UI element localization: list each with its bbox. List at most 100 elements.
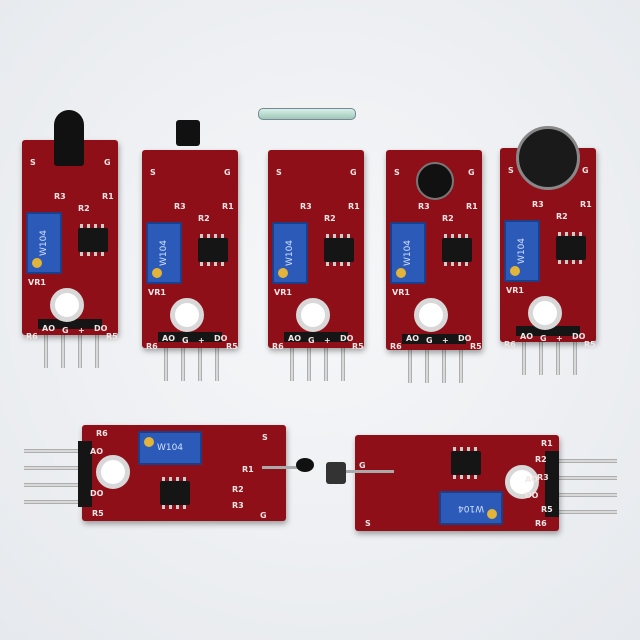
mounting-hole xyxy=(96,455,130,489)
hall-transistor xyxy=(176,120,200,146)
silkscreen-label: S xyxy=(150,168,156,177)
comparator-chip xyxy=(442,234,472,266)
adjust-screw xyxy=(510,266,520,276)
silkscreen-label: G xyxy=(62,326,69,335)
silkscreen-label: R3 xyxy=(532,200,544,209)
silkscreen-label: S xyxy=(394,168,400,177)
potentiometer: W104 xyxy=(439,491,503,525)
comparator-chip xyxy=(160,477,190,509)
silkscreen-label: G xyxy=(359,461,366,470)
silkscreen-label: R5 xyxy=(470,342,482,351)
header-pin xyxy=(24,500,86,504)
silkscreen-label: R1 xyxy=(348,202,360,211)
silkscreen-label: R5 xyxy=(584,340,596,349)
silkscreen-label: S xyxy=(276,168,282,177)
comparator-chip xyxy=(324,234,354,266)
silkscreen-label: S xyxy=(30,158,36,167)
comparator-chip xyxy=(78,224,108,256)
header-pin xyxy=(539,327,543,375)
mounting-hole xyxy=(296,298,330,332)
silkscreen-label: G xyxy=(468,168,475,177)
header-pin xyxy=(555,459,617,463)
silkscreen-label: R3 xyxy=(174,202,186,211)
silkscreen-label: DO xyxy=(94,324,108,333)
silkscreen-label: G xyxy=(104,158,111,167)
silkscreen-label: R6 xyxy=(272,342,284,351)
silkscreen-label: R6 xyxy=(96,429,108,438)
silkscreen-label: VR1 xyxy=(274,288,292,297)
header-pin xyxy=(290,333,294,381)
silkscreen-label: R1 xyxy=(102,192,114,201)
silkscreen-label: + xyxy=(78,326,85,335)
silkscreen-label: R5 xyxy=(541,505,553,514)
potentiometer: W104 xyxy=(504,220,540,282)
header-pin xyxy=(556,327,560,375)
pin-header xyxy=(516,326,580,336)
silkscreen-label: DO xyxy=(90,489,104,498)
silkscreen-label: R6 xyxy=(390,342,402,351)
hall-ic-leads xyxy=(342,470,394,473)
adjust-screw xyxy=(396,268,406,278)
silkscreen-label: G xyxy=(260,511,267,520)
silkscreen-label: G xyxy=(224,168,231,177)
microphone xyxy=(416,162,454,200)
header-pin xyxy=(44,320,48,368)
mounting-hole xyxy=(50,288,84,322)
silkscreen-label: DO xyxy=(525,491,539,500)
silkscreen-label: AO xyxy=(162,334,175,343)
header-pin xyxy=(522,327,526,375)
pin-header xyxy=(158,332,222,342)
adjust-screw xyxy=(32,258,42,268)
comparator-chip xyxy=(451,447,481,479)
header-pin xyxy=(555,493,617,497)
silkscreen-label: + xyxy=(442,336,449,345)
header-pin xyxy=(95,320,99,368)
mounting-hole xyxy=(414,298,448,332)
header-pin xyxy=(324,333,328,381)
mounting-hole xyxy=(528,296,562,330)
potentiometer: W104 xyxy=(138,431,202,465)
silkscreen-label: R5 xyxy=(106,332,118,341)
silkscreen-label: S xyxy=(508,166,514,175)
silkscreen-label: R1 xyxy=(466,202,478,211)
silkscreen-label: R2 xyxy=(198,214,210,223)
header-pin xyxy=(555,510,617,514)
potentiometer: W104 xyxy=(26,212,62,274)
pin-header xyxy=(284,332,348,342)
ir-led xyxy=(54,110,84,166)
silkscreen-label: VR1 xyxy=(148,288,166,297)
mounting-hole xyxy=(170,298,204,332)
silkscreen-label: + xyxy=(556,334,563,343)
silkscreen-label: R3 xyxy=(537,473,549,482)
header-pin xyxy=(442,335,446,383)
pin-header xyxy=(402,334,466,344)
silkscreen-label: + xyxy=(324,336,331,345)
pot-label: W104 xyxy=(156,443,184,453)
thermistor-leads xyxy=(262,466,302,469)
silkscreen-label: AO xyxy=(406,334,419,343)
silkscreen-label: R6 xyxy=(535,519,547,528)
header-pin xyxy=(78,320,82,368)
header-pin xyxy=(555,476,617,480)
header-pin xyxy=(164,333,168,381)
silkscreen-label: VR1 xyxy=(506,286,524,295)
silkscreen-label: R3 xyxy=(54,192,66,201)
silkscreen-label: DO xyxy=(572,332,586,341)
silkscreen-label: R5 xyxy=(352,342,364,351)
silkscreen-label: R1 xyxy=(580,200,592,209)
silkscreen-label: G xyxy=(182,336,189,345)
header-pin xyxy=(24,483,86,487)
pin-header xyxy=(545,451,559,517)
hall-ic xyxy=(326,462,346,484)
silkscreen-label: R6 xyxy=(146,342,158,351)
mounting-hole xyxy=(505,465,539,499)
silkscreen-label: R2 xyxy=(442,214,454,223)
silkscreen-label: AO xyxy=(525,475,538,484)
header-pin xyxy=(459,335,463,383)
